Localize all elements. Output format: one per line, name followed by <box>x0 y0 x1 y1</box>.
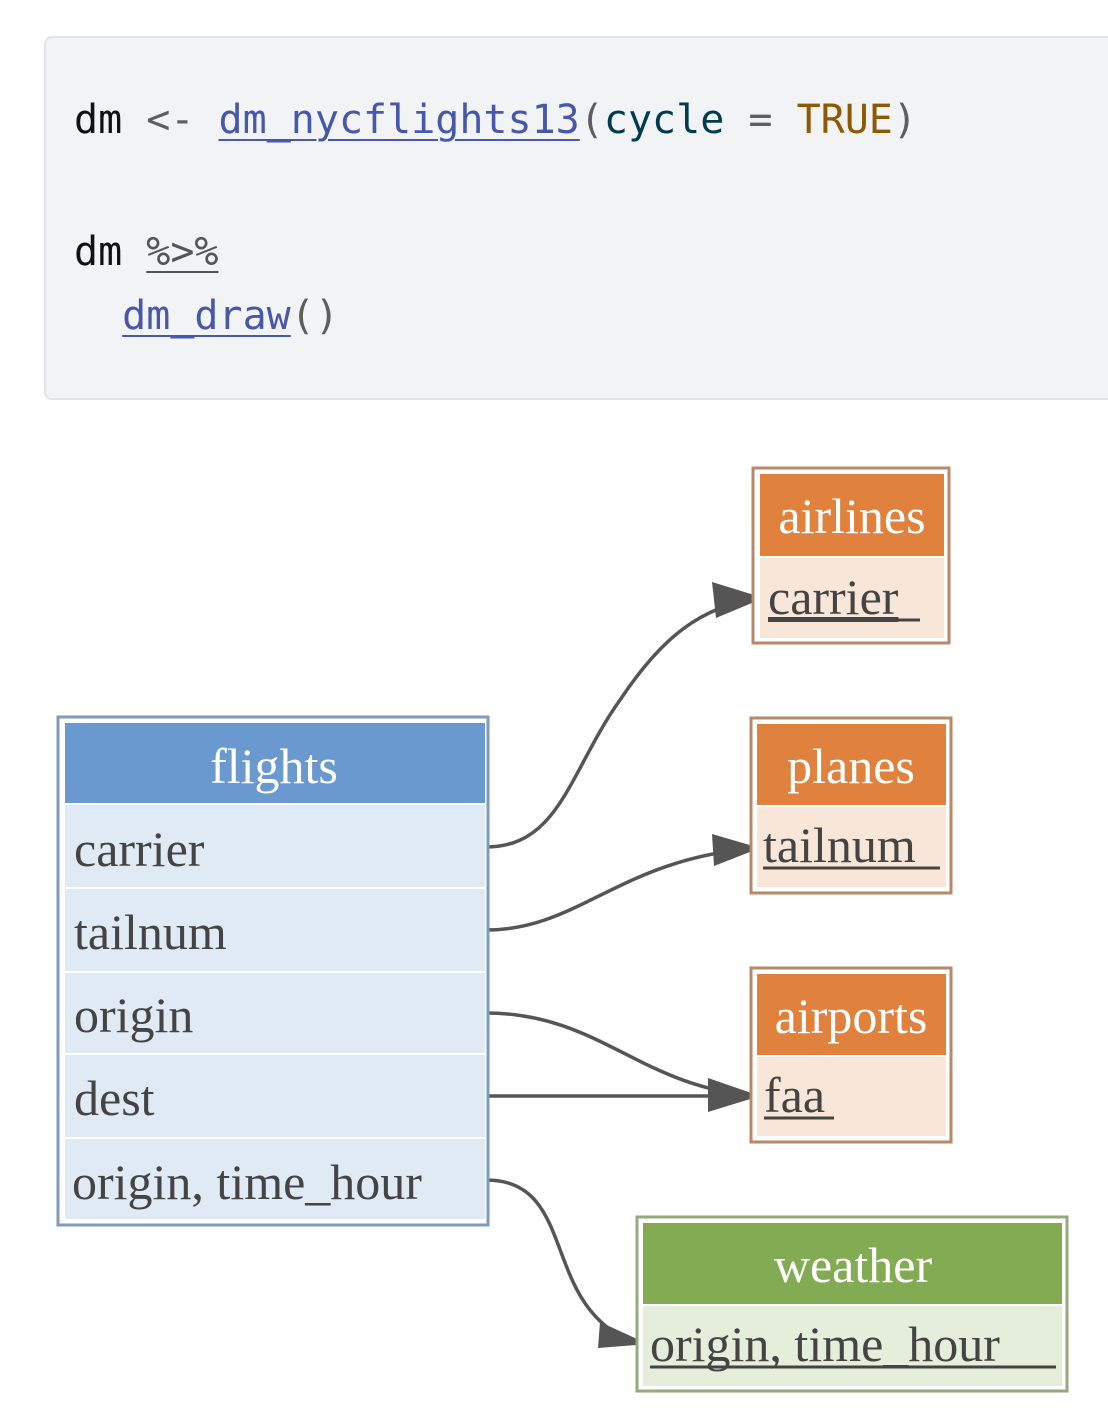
code-assign-operator: <- <box>146 97 195 143</box>
code-equals: = <box>748 97 773 143</box>
table-flights-title: flights <box>210 738 338 794</box>
arrowhead-airports <box>708 1078 760 1112</box>
arrowhead-airlines <box>712 582 764 618</box>
key-column-tailnum: tailnum <box>763 817 916 873</box>
key-column-origin-time-hour: origin, time_hour <box>650 1316 1000 1372</box>
code-var: dm <box>74 229 123 275</box>
code-parens: () <box>290 293 339 339</box>
code-line-1: dm <- dm_nycflights13(cycle = TRUE) <box>74 96 917 144</box>
code-line-3: dm_draw() <box>74 292 339 340</box>
key-column-faa: faa <box>764 1067 825 1123</box>
column-carrier: carrier <box>74 821 205 877</box>
table-planes[interactable]: planes tailnum <box>749 716 953 895</box>
table-airports-header <box>757 974 946 1055</box>
table-airports[interactable]: airports faa <box>749 966 953 1144</box>
code-line-2: dm %>% <box>74 228 219 276</box>
column-tailnum: tailnum <box>74 904 227 960</box>
code-arg-value: TRUE <box>796 97 893 143</box>
table-airlines-header <box>760 474 944 556</box>
arrowhead-planes <box>712 834 760 866</box>
edge-flights-carrier-to-airlines <box>485 596 763 849</box>
table-airlines[interactable]: airlines carrier <box>751 466 951 645</box>
edge-flights-origin-time-hour-to-weather <box>485 1178 647 1346</box>
code-block: dm <- dm_nycflights13(cycle = TRUE) dm %… <box>44 36 1108 400</box>
table-weather[interactable]: weather origin, time_hour <box>635 1215 1069 1393</box>
table-flights[interactable]: flights carrier tailnum origin dest orig… <box>56 715 490 1227</box>
table-planes-header <box>757 724 946 805</box>
pipe-operator-link[interactable]: %>% <box>146 229 219 275</box>
code-close-paren: ) <box>892 97 917 143</box>
table-airlines-title: airlines <box>778 488 925 544</box>
dm-draw-link[interactable]: dm_draw <box>122 293 291 339</box>
column-origin: origin <box>74 987 193 1043</box>
key-column-carrier: carrier <box>768 569 899 625</box>
column-dest: dest <box>74 1070 155 1126</box>
code-open-paren: ( <box>579 97 604 143</box>
column-origin-time-hour: origin, time_hour <box>72 1154 422 1210</box>
dm-nycflights13-link[interactable]: dm_nycflights13 <box>218 97 580 143</box>
table-airports-title: airports <box>775 988 928 1044</box>
edges <box>485 582 764 1348</box>
table-planes-title: planes <box>787 738 915 794</box>
edge-flights-tailnum-to-planes <box>485 846 759 932</box>
code-arg-name: cycle <box>603 97 725 143</box>
table-flights-header <box>65 723 485 803</box>
table-weather-title: weather <box>774 1237 933 1293</box>
table-weather-header <box>643 1223 1062 1304</box>
code-var: dm <box>74 97 123 143</box>
